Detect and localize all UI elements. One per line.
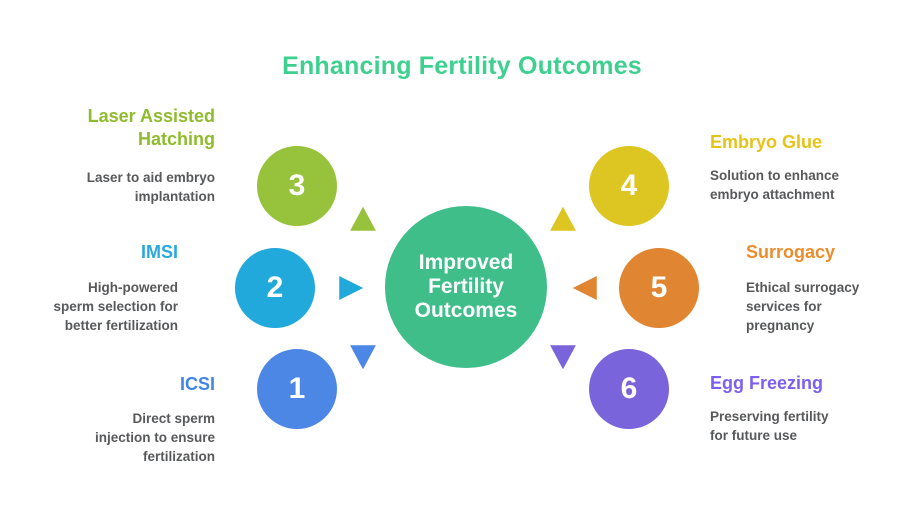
arrow-down-blue-icon bbox=[345, 342, 381, 375]
item-2-description: High-powered sperm selection for better … bbox=[28, 278, 178, 335]
page-title: Enhancing Fertility Outcomes bbox=[282, 52, 642, 80]
item-2-title: IMSI bbox=[140, 242, 178, 262]
item-6-desc-line1: Preserving fertility bbox=[710, 409, 829, 424]
item-6-number: 6 bbox=[620, 372, 638, 405]
hub-line-1: Improved bbox=[418, 251, 514, 274]
arrow-down-purple-icon bbox=[545, 342, 581, 375]
hub-circle: Improved Fertility Outcomes bbox=[382, 203, 550, 371]
item-5-desc-line1: Ethical surrogacy bbox=[746, 280, 860, 295]
item-1-circle: 1 bbox=[254, 346, 340, 432]
item-5-description: Ethical surrogacy services for pregnancy bbox=[746, 278, 916, 335]
item-2-desc-line3: better fertilization bbox=[64, 318, 178, 333]
item-4-number: 4 bbox=[620, 169, 638, 202]
item-3-desc-line1: Laser to aid embryo bbox=[86, 170, 215, 185]
item-4-description: Solution to enhance embryo attachment bbox=[710, 166, 900, 204]
arrow-up-green-icon bbox=[345, 201, 381, 234]
item-2-circle: 2 bbox=[232, 245, 318, 331]
item-6-description: Preserving fertility for future use bbox=[710, 407, 900, 445]
item-1-number: 1 bbox=[288, 372, 306, 405]
item-5-title: Surrogacy bbox=[746, 242, 836, 262]
item-3-description: Laser to aid embryo implantation bbox=[40, 168, 215, 206]
item-4-title: Embryo Glue bbox=[710, 132, 823, 152]
item-4-circle: 4 bbox=[586, 143, 672, 229]
item-6-title: Egg Freezing bbox=[710, 373, 824, 393]
item-5-desc-line3: pregnancy bbox=[746, 318, 815, 333]
item-3-circle: 3 bbox=[254, 143, 340, 229]
item-2-desc-line2: sperm selection for bbox=[53, 299, 178, 314]
item-1-desc-line2: injection to ensure bbox=[94, 430, 215, 445]
hub-line-3: Outcomes bbox=[414, 299, 518, 322]
item-6-desc-line2: for future use bbox=[710, 428, 798, 443]
arrow-right-cyan-icon bbox=[336, 271, 369, 305]
item-3-title-line2: Hatching bbox=[137, 129, 215, 149]
item-5-circle: 5 bbox=[616, 245, 702, 331]
item-6-circle: 6 bbox=[586, 346, 672, 432]
item-2-number: 2 bbox=[266, 271, 284, 304]
item-3-number: 3 bbox=[288, 169, 306, 202]
item-3-title: Laser Assisted Hatching bbox=[40, 105, 215, 151]
item-1-desc-line1: Direct sperm bbox=[132, 411, 215, 426]
item-2-desc-line1: High-powered bbox=[88, 280, 178, 295]
item-1-desc-line3: fertilization bbox=[142, 449, 215, 464]
item-1-description: Direct sperm injection to ensure fertili… bbox=[40, 409, 215, 466]
arrow-up-yellow-icon bbox=[545, 201, 581, 234]
item-5-number: 5 bbox=[650, 271, 668, 304]
hub-line-2: Fertility bbox=[428, 275, 504, 298]
item-3-title-line1: Laser Assisted bbox=[87, 106, 215, 126]
item-1-title: ICSI bbox=[179, 374, 215, 394]
item-3-desc-line2: implantation bbox=[134, 189, 215, 204]
item-4-desc-line1: Solution to enhance bbox=[710, 168, 840, 183]
item-5-desc-line2: services for bbox=[746, 299, 822, 314]
arrow-left-orange-icon bbox=[567, 271, 600, 305]
item-4-desc-line2: embryo attachment bbox=[710, 187, 835, 202]
